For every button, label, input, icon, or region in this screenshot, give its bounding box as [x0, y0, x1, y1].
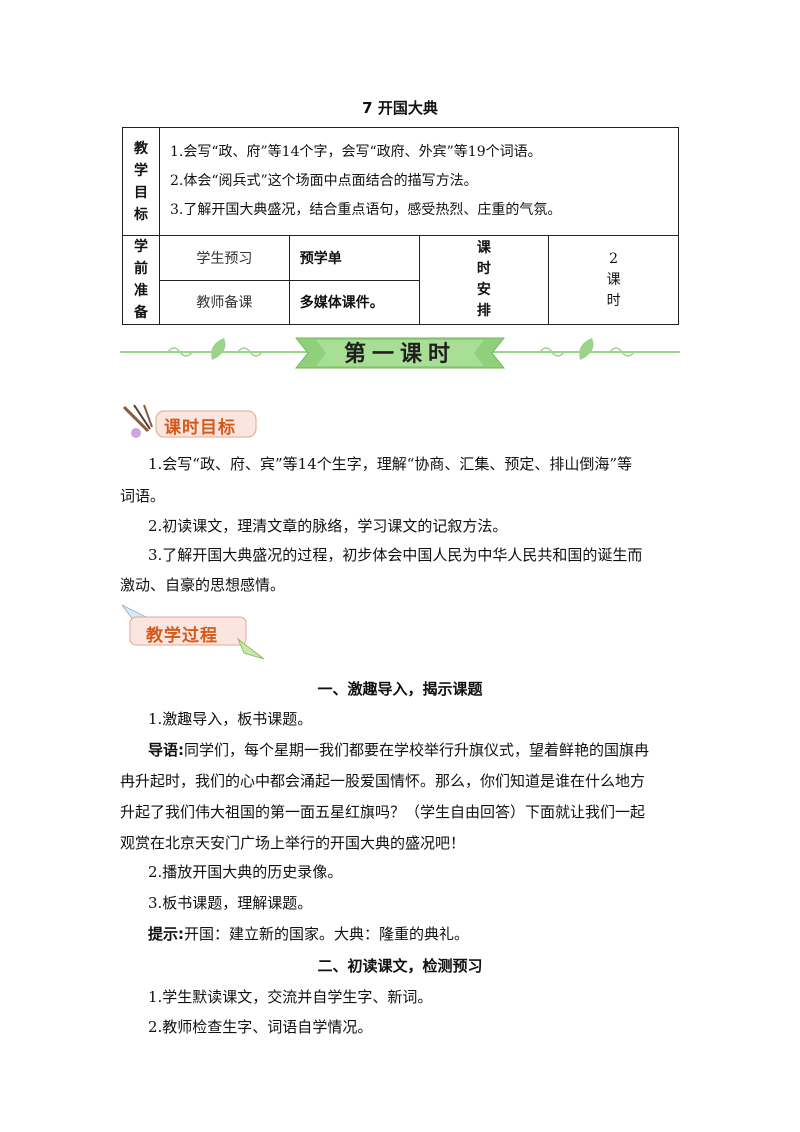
goal-item: 2.体会“阅兵式”这个场面中点面结合的描写方法。: [170, 173, 478, 189]
paper-plane-icon: [121, 604, 265, 660]
prep-row: 教师备课 多媒体课件。: [123, 279, 679, 325]
intro-label: 导语:: [148, 741, 184, 759]
lesson-banner: 第一课时: [120, 330, 680, 376]
objectives-badge-label: 课时目标: [164, 418, 236, 438]
lesson-plan-table: 教 学 目 标 1.会写“政、府”等14个字，会写“政府、外宾”等19个词语。 …: [122, 127, 679, 325]
schedule-header: 课 时 安 排: [418, 235, 550, 325]
section-heading: 一、激趣导入，揭示课题: [317, 680, 483, 698]
teacher-prep-value: 多媒体课件。: [288, 279, 420, 325]
objective-item-cont: 激动、自豪的思想感情。: [120, 576, 286, 594]
intro-line: 升起了我们伟大祖国的第一面五星红旗吗？（学生自由回答）下面就让我们一起: [120, 803, 646, 821]
goals-header-char: 教: [134, 140, 148, 157]
student-prep-value: 预学单: [288, 235, 420, 281]
prep-row: 学 前 准 备 学生预习 预学单 课 时 安 排 2 课 时: [122, 235, 679, 325]
banner-decoration: [120, 337, 680, 369]
process-step: 3.板书课题，理解课题。: [148, 894, 313, 912]
objective-item-cont: 词语。: [120, 487, 166, 505]
goals-header: 教 学 目 标: [122, 127, 160, 236]
banner-title: 第一课时: [343, 342, 456, 367]
schedule-header-char: 排: [476, 303, 491, 319]
objective-item: 2.初读课文，理清文章的脉络，学习课文的记叙方法。: [148, 517, 508, 535]
objectives-badge: 课时目标: [120, 403, 260, 443]
schedule-value-char: 时: [606, 292, 621, 309]
brush-icon: [122, 404, 257, 438]
schedule-header-char: 时: [476, 261, 491, 277]
process-badge: 教学过程: [120, 603, 265, 660]
process-badge-label: 教学过程: [146, 626, 218, 646]
prep-header-char: 前: [134, 261, 148, 277]
schedule-header-char: 课: [476, 240, 491, 256]
student-prep-label: 学生预习: [159, 235, 290, 281]
goal-item: 1.会写“政、府”等14个字，会写“政府、外宾”等19个词语。: [170, 144, 542, 160]
goals-header-char: 目: [134, 184, 148, 201]
objective-item: 1.会写“政、府、宾”等14个生字，理解“协商、汇集、预定、排山倒海”等: [148, 455, 633, 473]
intro-line: 观赏在北京天安门广场上举行的开国大典的盛况吧！: [120, 834, 466, 852]
teacher-prep-label: 教师备课: [159, 279, 290, 325]
intro-paragraph: 导语:同学们，每个星期一我们都要在学校举行升旗仪式，望着鲜艳的国旗冉: [120, 740, 708, 760]
objective-item: 3.了解开国大典盛况的过程，初步体会中国人民为中华人民共和国的诞生而: [148, 546, 643, 564]
prep-header-char: 准: [134, 283, 148, 299]
goals-header-char: 学: [134, 162, 148, 179]
prep-header-char: 学: [134, 239, 148, 255]
goal-item: 3.了解开国大典盛况，结合重点语句，感受热烈、庄重的气氛。: [170, 202, 562, 218]
section-heading: 二、初读课文，检测预习: [317, 957, 483, 975]
prep-header-char: 备: [134, 305, 148, 321]
intro-text: 同学们，每个星期一我们都要在学校举行升旗仪式，望着鲜艳的国旗冉: [184, 741, 650, 759]
prep-header: 学 前 准 备: [122, 235, 160, 325]
goals-list: 1.会写“政、府”等14个字，会写“政府、外宾”等19个词语。 2.体会“阅兵式…: [159, 127, 679, 236]
schedule-value-char: 课: [606, 271, 621, 288]
document-title: 7 开国大典: [362, 99, 438, 117]
tip-text: 开国：建立新的国家。大典：隆重的典礼。: [184, 925, 470, 943]
schedule-header-char: 安: [476, 282, 491, 298]
leaf-icon: [579, 338, 594, 360]
process-step: 2.播放开国大典的历史录像。: [148, 863, 343, 881]
tip-paragraph: 提示:开国：建立新的国家。大典：隆重的典礼。: [120, 924, 708, 944]
goals-header-char: 标: [134, 206, 148, 223]
process-step: 1.学生默读课文，交流并自学生字、新词。: [148, 988, 433, 1006]
goals-row: 教 学 目 标 1.会写“政、府”等14个字，会写“政府、外宾”等19个词语。 …: [122, 127, 679, 236]
process-step: 1.激趣导入，板书课题。: [148, 710, 313, 728]
leaf-icon: [211, 338, 226, 360]
schedule-value-char: 2: [609, 250, 619, 267]
schedule-value: 2 课 时: [548, 235, 679, 325]
process-step: 2.教师检查生字、词语自学情况。: [148, 1018, 373, 1036]
intro-line: 冉升起时，我们的心中都会涌起一股爱国情怀。那么，你们知道是谁在什么地方: [120, 772, 646, 790]
tip-label: 提示:: [148, 925, 184, 943]
